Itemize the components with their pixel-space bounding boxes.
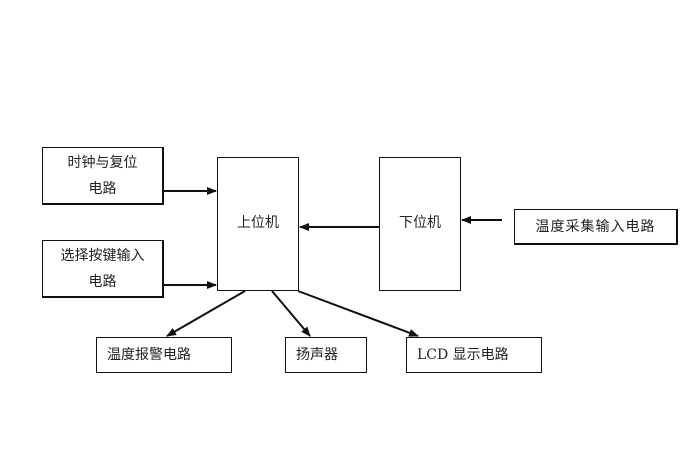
lcd-label: LCD 显示电路 bbox=[417, 347, 509, 363]
slave-label: 下位机 bbox=[399, 215, 441, 231]
arrow-host-to-lcd bbox=[297, 290, 419, 337]
arrow-host-to-alarm bbox=[166, 290, 246, 337]
clock-reset-circuit-box: 时钟与复位 电路 bbox=[42, 147, 164, 205]
clock-reset-label-line2: 电路 bbox=[88, 180, 117, 197]
temp-alarm-circuit-box: 温度报警电路 bbox=[96, 337, 232, 373]
lcd-display-circuit-box: LCD 显示电路 bbox=[406, 337, 542, 373]
temp-acquire-label: 温度采集输入电路 bbox=[535, 218, 656, 235]
temp-alarm-label: 温度报警电路 bbox=[107, 347, 191, 363]
host-label: 上位机 bbox=[237, 215, 279, 231]
temp-acquire-circuit-box: 温度采集输入电路 bbox=[514, 209, 678, 245]
key-input-label-line1: 选择按键输入 bbox=[60, 247, 145, 264]
key-input-circuit-box: 选择按键输入 电路 bbox=[42, 240, 164, 298]
key-input-label-line2: 电路 bbox=[88, 273, 117, 290]
clock-reset-label-line1: 时钟与复位 bbox=[67, 154, 138, 171]
host-computer-box: 上位机 bbox=[217, 157, 299, 291]
speaker-box: 扬声器 bbox=[285, 337, 367, 373]
arrow-host-to-speaker bbox=[271, 290, 311, 337]
slave-computer-box: 下位机 bbox=[379, 157, 461, 291]
speaker-label: 扬声器 bbox=[296, 347, 338, 363]
